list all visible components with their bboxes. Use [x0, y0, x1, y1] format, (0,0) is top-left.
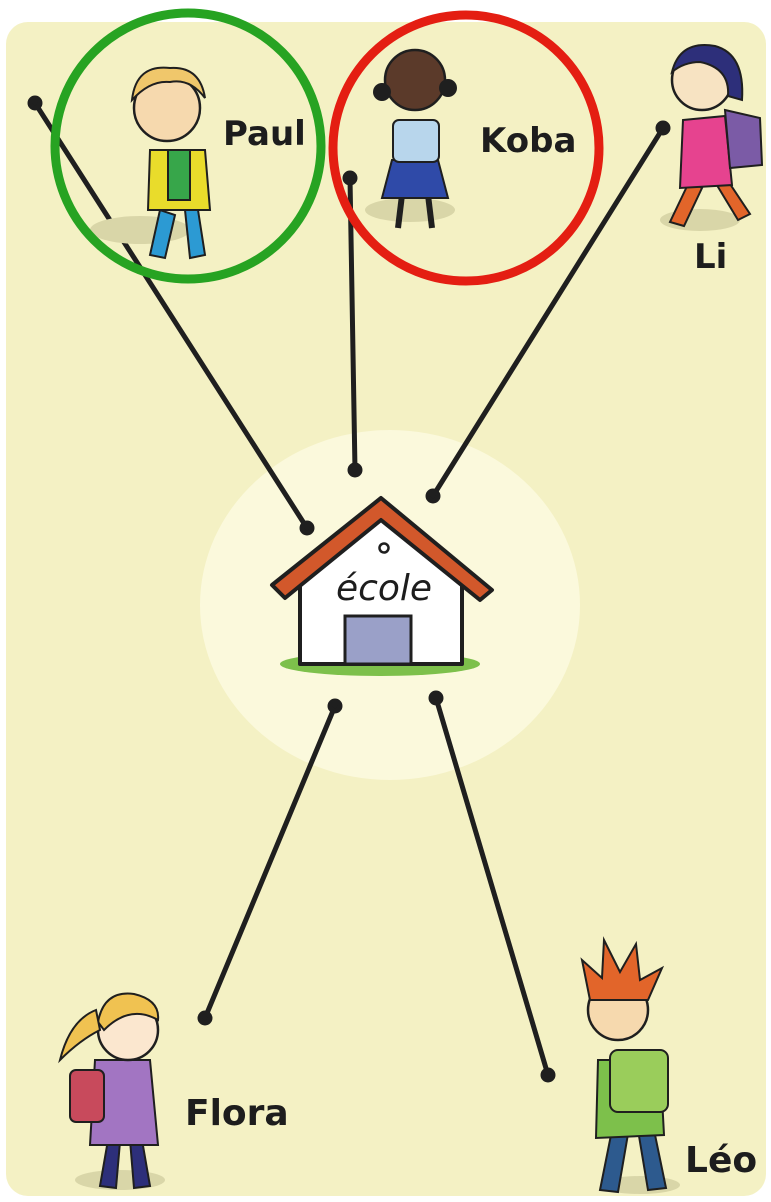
child-li: Li [660, 45, 762, 277]
child-paul: Paul [90, 68, 306, 258]
school-door [345, 616, 411, 664]
child-name-paul: Paul [223, 114, 306, 154]
child-name-koba: Koba [480, 121, 576, 161]
path-flora [200, 701, 340, 1023]
path-li [428, 123, 668, 501]
child-koba: Koba [365, 50, 576, 228]
child-flora: Flora [60, 994, 289, 1190]
child-leo: Léo [582, 940, 757, 1194]
school-label: école [336, 568, 432, 609]
child-name-flora: Flora [185, 1093, 289, 1134]
child-name-li: Li [694, 237, 727, 277]
child-name-leo: Léo [685, 1140, 757, 1181]
